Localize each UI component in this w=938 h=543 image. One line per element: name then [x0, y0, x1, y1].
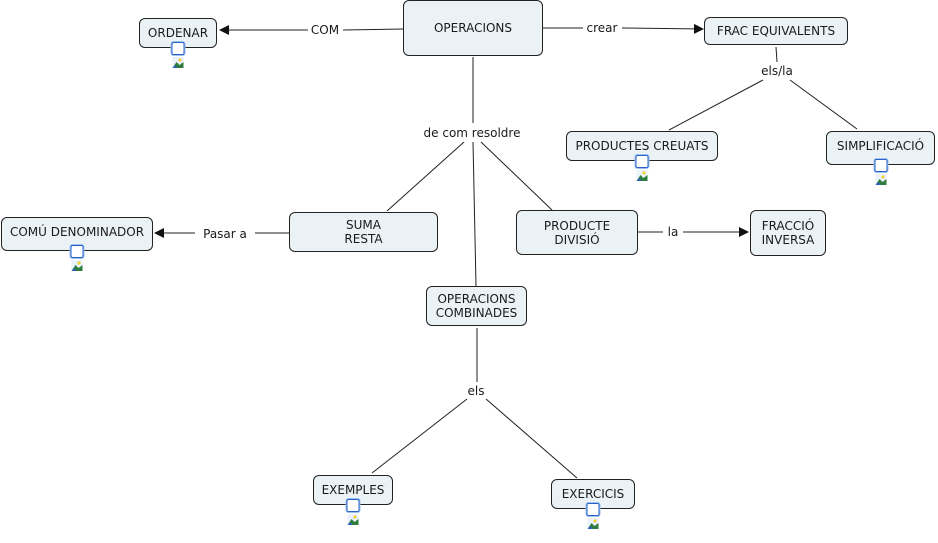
image-resource-icon[interactable] — [70, 245, 84, 271]
link-els-exercicis — [485, 398, 578, 479]
link-label-els-la: els/la — [758, 64, 796, 78]
concept-label: EXEMPLES — [321, 483, 385, 497]
concept-label: EXERCICIS — [561, 487, 625, 501]
concept-label: ORDENAR — [147, 26, 209, 40]
concept-comu-denominador[interactable]: COMÚ DENOMINADOR — [1, 217, 153, 271]
link-elsla-simplificacio — [789, 79, 858, 130]
link-resoldre-producte — [480, 141, 553, 211]
concept-productes-creuats[interactable]: PRODUCTES CREUATS — [566, 131, 718, 181]
concept-suma-resta[interactable]: SUMA RESTA — [289, 212, 438, 252]
concept-label: SIMPLIFICACIÓ — [836, 139, 925, 153]
concept-operacions[interactable]: OPERACIONS — [403, 0, 543, 56]
concept-label: SUMA RESTA — [344, 218, 383, 246]
concept-label: FRAC EQUIVALENTS — [716, 24, 836, 38]
concept-label: COMÚ DENOMINADOR — [9, 225, 145, 239]
link-label-com: COM — [307, 23, 343, 37]
concept-label: PRODUCTES CREUATS — [575, 139, 709, 153]
image-resource-icon[interactable] — [635, 155, 649, 181]
concept-label: FRACCIÓ INVERSA — [761, 219, 815, 247]
link-frac-elsla — [775, 46, 778, 63]
concept-label: PRODUCTE DIVISIÓ — [543, 218, 611, 247]
concept-label: OPERACIONS — [433, 21, 513, 35]
concept-producte-divisio[interactable]: PRODUCTE DIVISIÓ — [516, 210, 638, 255]
link-els-exemples — [371, 398, 468, 474]
concept-map: COM crear els/la de com resoldre Pasar a… — [1, 0, 935, 529]
link-crear-frac — [621, 23, 704, 34]
concept-fraccio-inversa[interactable]: FRACCIÓ INVERSA — [750, 210, 826, 256]
image-resource-icon[interactable] — [874, 159, 887, 185]
link-label-pasar-a: Pasar a — [200, 227, 250, 241]
concept-exemples[interactable]: EXEMPLES — [313, 475, 393, 525]
link-resoldre-suma — [386, 141, 465, 212]
concept-ordenar[interactable]: ORDENAR — [139, 18, 217, 68]
image-resource-icon[interactable] — [586, 503, 600, 529]
image-resource-icon[interactable] — [346, 499, 360, 525]
concept-frac-equivalents[interactable]: FRAC EQUIVALENTS — [704, 17, 848, 45]
link-operacions-com — [342, 28, 404, 31]
concept-label: OPERACIONS COMBINADES — [435, 292, 518, 320]
link-label-de-com-resoldre: de com resoldre — [420, 126, 524, 140]
connection-lines — [154, 23, 858, 479]
link-label-crear: crear — [583, 21, 621, 35]
concept-exercicis[interactable]: EXERCICIS — [551, 479, 635, 529]
link-elsla-productes — [668, 79, 764, 131]
concept-operacions-combinades[interactable]: OPERACIONS COMBINADES — [426, 286, 527, 326]
link-resoldre-combinades — [472, 141, 477, 287]
concept-simplificacio[interactable]: SIMPLIFICACIÓ — [826, 131, 935, 185]
link-label-la: la — [664, 225, 682, 239]
link-label-els: els — [464, 384, 488, 398]
image-resource-icon[interactable] — [171, 42, 185, 68]
